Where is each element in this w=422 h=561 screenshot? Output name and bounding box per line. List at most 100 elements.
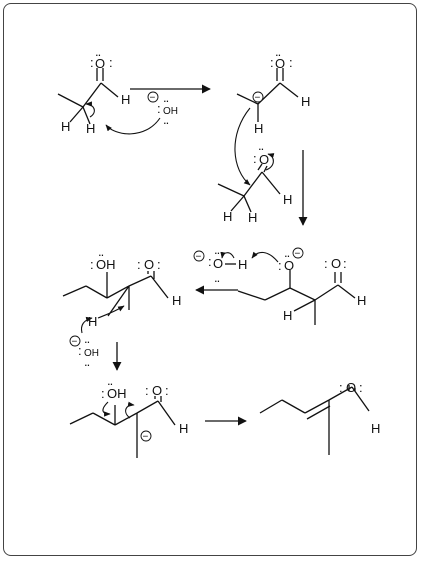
- charge-minus: −: [255, 93, 261, 104]
- hydroxyl-label: OH: [107, 386, 127, 401]
- enal-product: : O : H: [259, 380, 380, 455]
- curly-arrow-icon: [125, 401, 135, 419]
- hydroxide-2: − .. : OH ..: [69, 316, 99, 369]
- bond: [314, 284, 339, 301]
- charge-minus: −: [196, 252, 202, 263]
- atom-h: H: [86, 121, 95, 136]
- atom-h: H: [238, 257, 247, 272]
- atom-h: H: [121, 92, 130, 107]
- aldol-enolate: .. : OH : O : H −: [69, 373, 188, 458]
- curly-arrow-icon: [234, 107, 251, 186]
- lone-pair-top: ..: [214, 242, 220, 257]
- lone-pair-left: :: [324, 256, 327, 271]
- curly-arrow-icon: [265, 153, 275, 171]
- bond: [107, 285, 130, 317]
- atom-h: H: [301, 94, 310, 109]
- lone-pair-right: :: [289, 55, 292, 70]
- atom-o: O: [331, 256, 341, 271]
- lone-pair-top: ..: [284, 245, 290, 260]
- curly-arrow-icon: [251, 251, 279, 263]
- bond: [243, 171, 263, 197]
- atom-o: O: [152, 383, 162, 398]
- curly-arrow-icon: [105, 117, 161, 135]
- atom-h: H: [223, 209, 232, 224]
- curly-arrow-icon: [85, 101, 95, 118]
- lone-pair-left: :: [145, 383, 148, 398]
- atom-o: O: [284, 258, 294, 273]
- bond-c-h: [100, 82, 119, 98]
- bond: [150, 275, 169, 299]
- curly-arrow-icon: [220, 251, 235, 259]
- bond: [281, 399, 306, 414]
- bond: [217, 183, 245, 197]
- atom-h: H: [254, 121, 263, 136]
- atom-o: O: [346, 380, 356, 395]
- hydroxyl-label: OH: [96, 257, 116, 272]
- lone-pair-right: :: [157, 257, 160, 272]
- lone-pair-top: ..: [98, 244, 104, 259]
- circled-minus-icon: [252, 91, 264, 103]
- bond: [114, 412, 138, 426]
- lone-pair-top: ..: [107, 373, 113, 388]
- bond-c-h-alpha: [82, 106, 91, 125]
- lone-pair-left: :: [157, 101, 160, 116]
- circled-minus-icon: [69, 335, 81, 347]
- lone-pair-left: :: [137, 257, 140, 272]
- bond: [92, 412, 116, 426]
- acetaldehyde-electrophile: .. O : H H H: [217, 138, 292, 225]
- acetaldehyde: .. O : : H H H: [57, 44, 130, 136]
- bond: [237, 290, 266, 301]
- atom-h: H: [172, 293, 181, 308]
- charge-minus: −: [295, 249, 301, 260]
- bond: [157, 400, 176, 426]
- bond: [69, 412, 94, 425]
- bond: [236, 93, 259, 105]
- atom-h: H: [61, 119, 70, 134]
- circled-minus-icon: [292, 247, 304, 259]
- atom-o: O: [259, 152, 269, 167]
- lone-pair: ..: [163, 90, 169, 105]
- bond: [264, 287, 291, 301]
- bond: [136, 400, 159, 414]
- alkoxide: : O .. − : O : H H: [237, 245, 366, 325]
- lone-pair-left: :: [90, 257, 93, 272]
- bond: [259, 399, 283, 414]
- atom-h: H: [248, 210, 257, 225]
- atom-h: H: [371, 421, 380, 436]
- bond: [230, 195, 245, 212]
- lone-pair: ..: [258, 138, 264, 153]
- lone-pair-left: :: [90, 55, 93, 70]
- bond: [62, 285, 87, 297]
- circled-minus-icon: [193, 250, 205, 262]
- lone-pair-bottom: ..: [84, 354, 90, 369]
- lone-pair: ..: [275, 44, 281, 59]
- bond-ch3-c: [57, 93, 84, 108]
- atom-o: O: [144, 257, 154, 272]
- lone-pair: ..: [95, 44, 101, 59]
- curly-arrow-icon: [102, 401, 111, 417]
- lone-pair-left: :: [101, 386, 104, 401]
- atom-h: H: [283, 192, 292, 207]
- curly-arrow-icon: [80, 316, 93, 334]
- bond-c-c: [82, 82, 102, 108]
- atom-h: H: [357, 293, 366, 308]
- bond: [128, 275, 152, 287]
- bond-co-1: [257, 163, 263, 171]
- bond-cc-1: [304, 399, 330, 414]
- circled-minus-icon: [147, 91, 159, 103]
- bond: [328, 386, 353, 401]
- lone-pair-right: :: [109, 55, 112, 70]
- bond: [243, 195, 252, 213]
- bond-cc-2: [306, 405, 331, 420]
- lone-pair-left: :: [270, 55, 273, 70]
- lone-pair: :: [278, 258, 281, 273]
- charge-minus: −: [72, 337, 78, 348]
- lone-pair-right: :: [359, 380, 362, 395]
- charge-minus: −: [143, 432, 149, 443]
- lone-pair-bottom: ..: [214, 270, 220, 285]
- bond-c-h-left: [69, 106, 84, 123]
- atom-o: O: [213, 256, 223, 271]
- lone-pair-left: :: [78, 343, 81, 358]
- curly-arrow-icon: [97, 305, 125, 319]
